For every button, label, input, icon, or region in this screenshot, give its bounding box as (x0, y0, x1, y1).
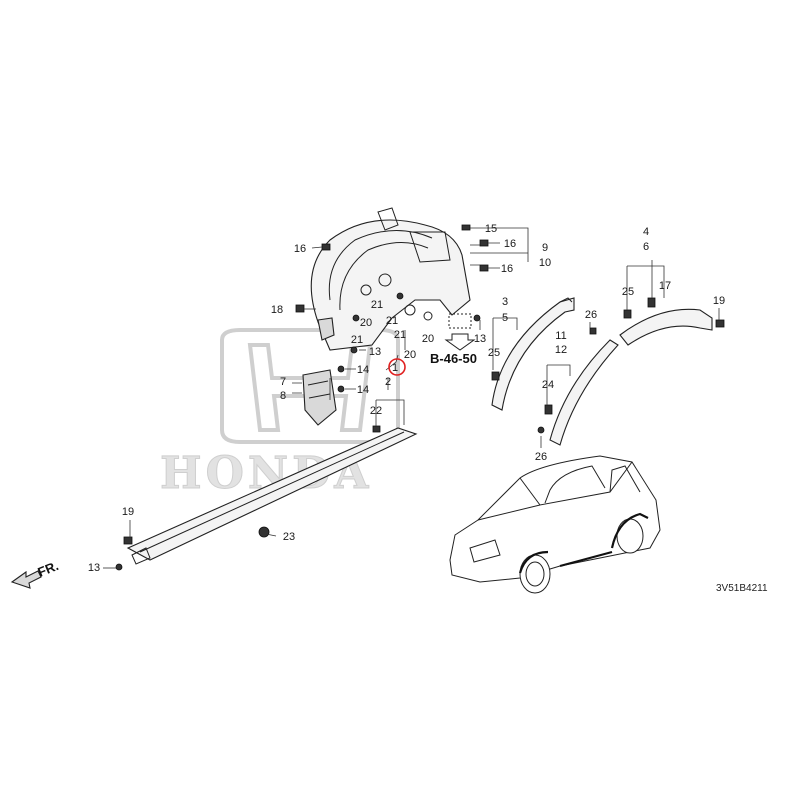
callout-12[interactable]: 12 (555, 344, 567, 356)
callout-19a[interactable]: 19 (122, 506, 134, 518)
clip-18 (295, 304, 305, 313)
callout-20a[interactable]: 20 (360, 317, 372, 329)
clip-25b (623, 309, 632, 319)
clip-21b (396, 292, 404, 300)
callout-21a[interactable]: 21 (371, 299, 383, 311)
callout-16c[interactable]: 16 (501, 263, 513, 275)
callout-6[interactable]: 6 (643, 241, 649, 253)
clip-13c (115, 563, 123, 571)
callout-22[interactable]: 22 (370, 405, 382, 417)
clip-26a (589, 327, 597, 335)
front-direction-indicator: FR. (10, 558, 61, 589)
leader-lines (103, 227, 720, 569)
clip-23 (258, 526, 270, 538)
front-arch-molding (491, 297, 575, 411)
clip-24 (544, 404, 553, 415)
clip-13b (473, 314, 481, 322)
clip-16c (479, 264, 489, 272)
callout-4[interactable]: 4 (643, 226, 649, 238)
callout-10[interactable]: 10 (539, 257, 551, 269)
fender-liner (310, 207, 471, 351)
callout-20b[interactable]: 20 (422, 333, 434, 345)
callout-8[interactable]: 8 (280, 390, 286, 402)
arrow-left-icon (10, 570, 42, 589)
clip-19b (715, 319, 725, 328)
diagram-code: 3V51B4211 (716, 583, 768, 594)
fasteners (115, 224, 725, 571)
side-sill-garnish (126, 427, 418, 565)
callout-11[interactable]: 11 (555, 330, 566, 342)
callouts: 1 2 3 5 4 6 7 8 9 10 11 12 13 13 13 14 1… (88, 223, 725, 574)
callout-5[interactable]: 5 (502, 312, 508, 324)
callout-23[interactable]: 23 (283, 531, 295, 543)
callout-16b[interactable]: 16 (504, 238, 516, 250)
splash-guard (302, 369, 337, 426)
callout-7[interactable]: 7 (280, 376, 286, 388)
reference-code: B-46-50 (430, 351, 477, 366)
callout-15[interactable]: 15 (485, 223, 497, 235)
clip-25a (491, 371, 500, 381)
clip-14a (337, 365, 345, 373)
callout-13a[interactable]: 13 (369, 346, 381, 358)
reference-arrow: B-46-50 (430, 313, 477, 366)
callout-21b[interactable]: 21 (386, 315, 398, 327)
clip-14b (337, 385, 345, 393)
clip-15 (461, 224, 471, 231)
clip-16b (479, 239, 489, 247)
callout-26b[interactable]: 26 (535, 451, 547, 463)
callout-21c[interactable]: 21 (351, 334, 363, 346)
callout-14b[interactable]: 14 (357, 384, 369, 396)
callout-21d[interactable]: 21 (394, 329, 406, 341)
clip-21a (352, 314, 360, 322)
callout-14a[interactable]: 14 (357, 364, 369, 376)
callout-1[interactable]: 1 (392, 362, 398, 374)
callout-16a[interactable]: 16 (294, 243, 306, 255)
direction-label: FR. (36, 558, 61, 580)
clip-17 (647, 297, 656, 308)
clip-19a (123, 536, 133, 545)
callout-9[interactable]: 9 (542, 242, 548, 254)
clip-16a (321, 243, 331, 251)
callout-24[interactable]: 24 (542, 379, 554, 391)
vehicle-locator (449, 455, 661, 594)
callout-13b[interactable]: 13 (474, 333, 486, 345)
callout-3[interactable]: 3 (502, 296, 508, 308)
honda-watermark: HONDA (160, 328, 400, 500)
clip-22 (372, 425, 381, 433)
clip-13a (350, 346, 358, 354)
callout-18[interactable]: 18 (271, 304, 283, 316)
callout-25b[interactable]: 25 (622, 286, 634, 298)
callout-17[interactable]: 17 (659, 280, 671, 292)
highlight-ring (388, 358, 406, 376)
callout-25a[interactable]: 25 (488, 347, 500, 359)
callout-2[interactable]: 2 (385, 376, 391, 388)
callout-26a[interactable]: 26 (585, 309, 597, 321)
callout-19b[interactable]: 19 (713, 295, 725, 307)
clip-26b (537, 426, 545, 434)
rear-arch-molding-upper (619, 308, 713, 346)
callout-20c[interactable]: 20 (404, 349, 416, 361)
rear-arch-molding-lower (549, 339, 619, 446)
callout-13c[interactable]: 13 (88, 562, 100, 574)
